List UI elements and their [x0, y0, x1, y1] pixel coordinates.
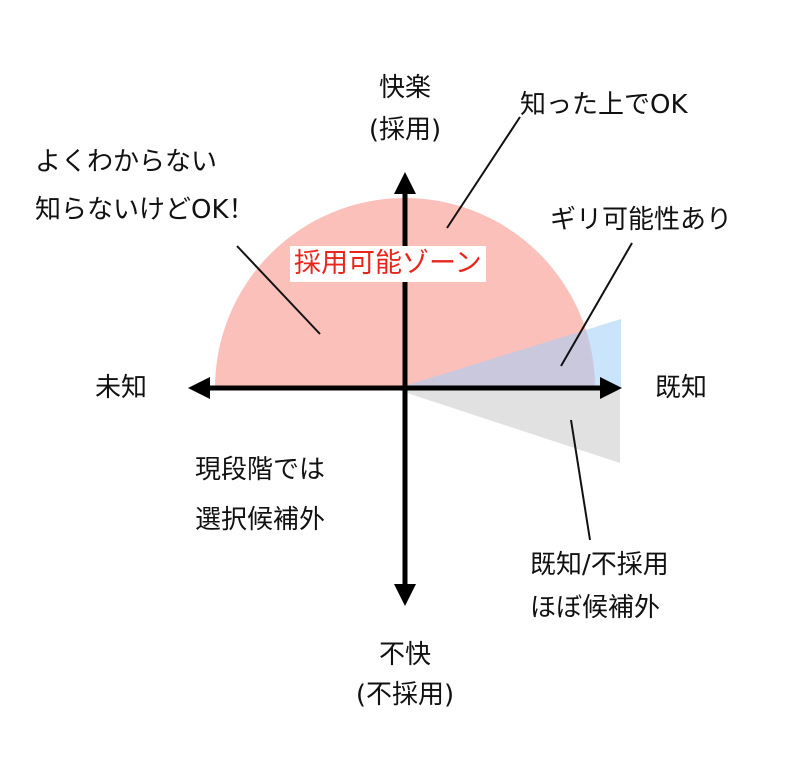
- axis-left-label: 未知: [95, 373, 148, 403]
- rejected-wedge: [398, 390, 620, 463]
- right-arrowhead: [600, 377, 622, 399]
- annotation-unknown-2: 知らないけどOK！: [35, 195, 255, 225]
- borderline-wedge: [398, 319, 621, 388]
- annotation-borderline: ギリ可能性あり: [550, 205, 733, 235]
- axis-top-sublabel: (採用): [368, 115, 442, 145]
- leader-borderline: [560, 242, 633, 367]
- annotation-excluded-2: 選択候補外: [195, 505, 326, 535]
- zone-label: 採用可能ゾーン: [290, 246, 486, 282]
- annotation-excluded-1: 現段階では: [195, 455, 326, 485]
- axis-right-label: 既知: [655, 373, 708, 403]
- annotation-rejected-2: ほぼ候補外: [530, 593, 661, 623]
- leader-known-ok: [446, 116, 521, 229]
- leader-rejected: [570, 419, 591, 541]
- axis-top-label: 快楽: [378, 73, 431, 103]
- annotation-unknown-1: よくわからない: [35, 147, 218, 177]
- annotation-known-ok: 知った上でOK: [520, 90, 688, 120]
- annotation-rejected-1: 既知/不採用: [530, 550, 669, 580]
- axis-bottom-sublabel: (不採用): [355, 680, 455, 710]
- left-arrowhead: [188, 377, 210, 399]
- up-arrowhead: [394, 172, 416, 194]
- axis-bottom-label: 不快: [378, 640, 431, 670]
- leader-unknown: [236, 245, 321, 335]
- down-arrowhead: [394, 584, 416, 606]
